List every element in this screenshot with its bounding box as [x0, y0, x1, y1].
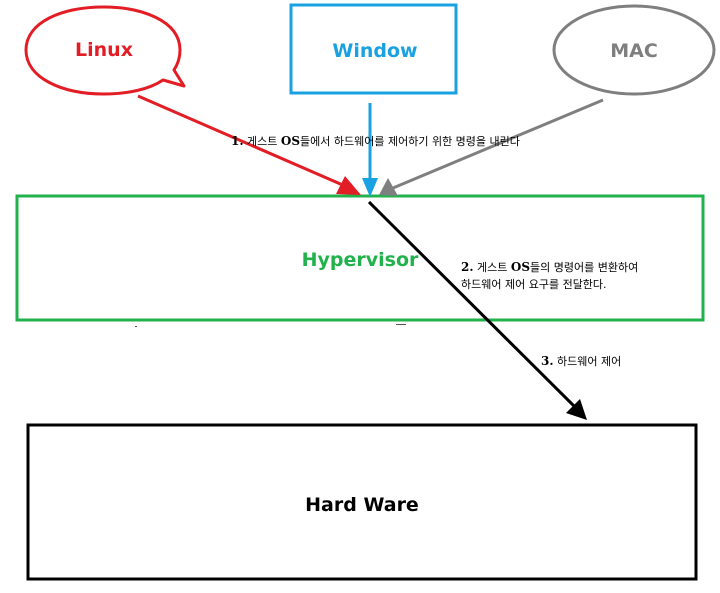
stray-mark-left: [135, 326, 137, 327]
linux-node: Linux: [24, 5, 186, 96]
linux-to-hypervisor-arrow: [137, 94, 361, 195]
step-2-label: 2. 게스트 OS들의 명령어를 변환하여: [461, 260, 638, 274]
mac-arrow-line: [392, 98, 604, 190]
step-1-os: OS: [281, 134, 300, 148]
hardware-label: Hard Ware: [305, 494, 419, 516]
hypervisor-node: Hypervisor: [15, 194, 705, 322]
window-label: Window: [332, 40, 417, 62]
window-box: [289, 3, 458, 95]
step-3-text: 하드웨어 제어: [554, 354, 622, 368]
linux-bubble-shape: [24, 5, 186, 96]
mac-to-hypervisor-arrow: [379, 98, 604, 196]
stray-mark-right: [396, 324, 406, 325]
step-1-text-b: 들에서 하드웨어를 제어하기 위한 명령을 내린다: [300, 134, 520, 148]
mac-ellipse: [552, 4, 716, 96]
step-2-text-b: 들의 명령어를 변환하여: [530, 260, 638, 274]
hardware-box: [26, 423, 698, 581]
linux-arrow-head: [336, 176, 361, 195]
step-2-line2: 하드웨어 제어 요구를 전달한다.: [461, 277, 607, 291]
linux-label: Linux: [75, 39, 133, 61]
step-1-text-a: 게스트: [244, 135, 281, 148]
hypervisor-box: [15, 194, 705, 322]
window-to-hypervisor-arrow: [362, 103, 378, 197]
mac-label: MAC: [610, 40, 658, 62]
step-2-number: 2.: [461, 260, 474, 274]
hardware-arrow-line: [367, 200, 578, 410]
hypervisor-label: Hypervisor: [302, 249, 419, 271]
step-1-number: 1.: [231, 134, 244, 148]
hardware-arrow-head: [566, 399, 587, 420]
step-3-label: 3. 하드웨어 제어: [541, 354, 621, 368]
mac-arrow-head: [379, 178, 398, 196]
linux-arrow-line: [137, 94, 346, 188]
hardware-node: Hard Ware: [26, 423, 698, 581]
window-node: Window: [289, 3, 458, 95]
hypervisor-to-hardware-arrow: [367, 200, 587, 420]
step-2-os: OS: [511, 260, 530, 274]
step-1-label: 1. 게스트 OS들에서 하드웨어를 제어하기 위한 명령을 내린다: [231, 134, 520, 148]
step-3-number: 3.: [541, 354, 554, 368]
step-2-text-a: 게스트: [474, 261, 511, 274]
mac-node: MAC: [552, 4, 716, 96]
window-arrow-head: [362, 178, 378, 197]
